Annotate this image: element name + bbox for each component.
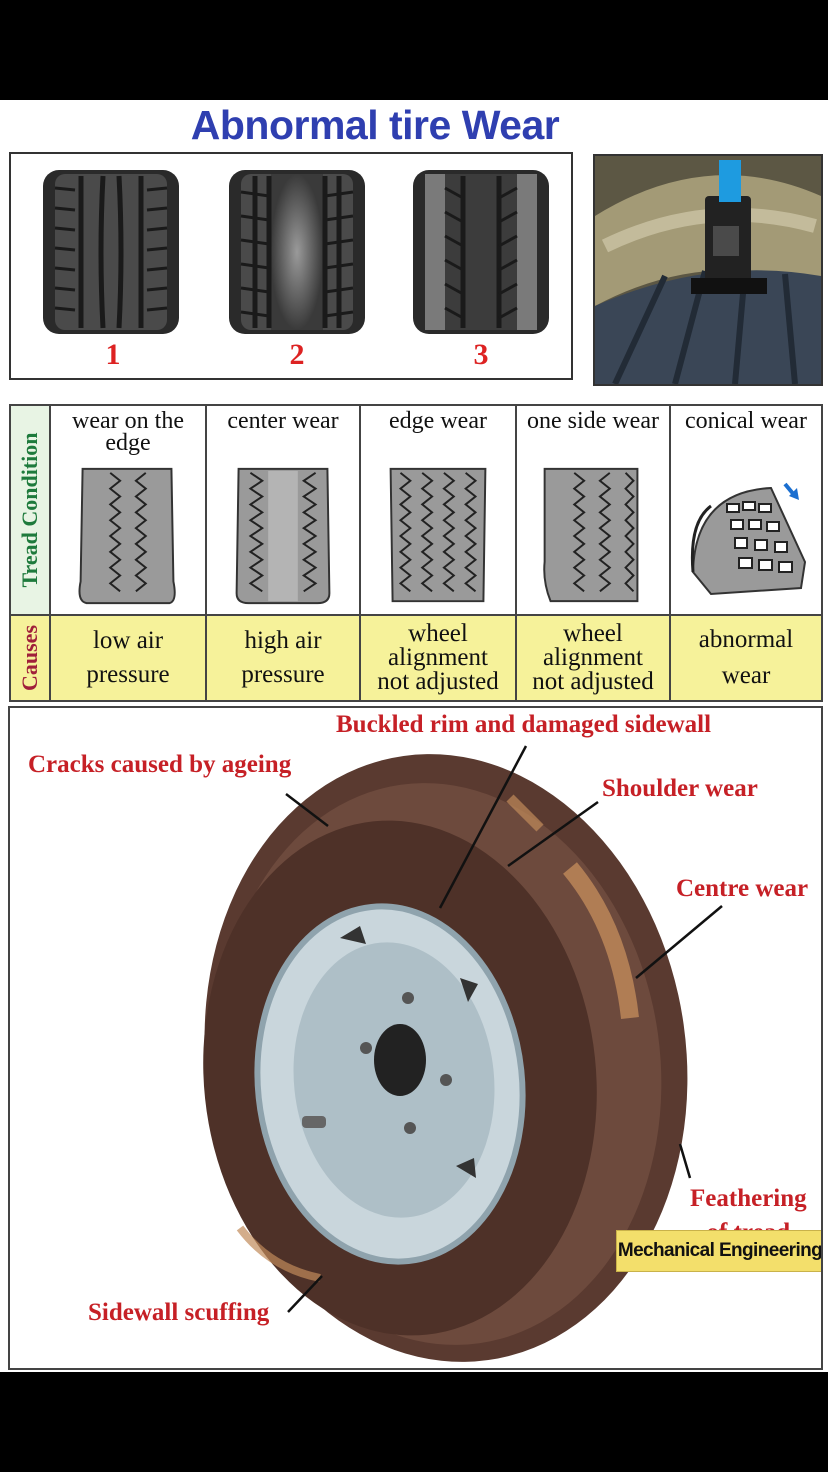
condition-title: one side wear — [527, 408, 659, 434]
callout-cracks-ageing: Cracks caused by ageing — [28, 751, 292, 778]
tread-illustration-edge-wear-alignment — [389, 467, 487, 603]
damaged-tire-diagram: Buckled rim and damaged sidewall Cracks … — [8, 706, 823, 1370]
tread-illustration-conical-wear — [690, 482, 807, 596]
tread-photo-2 — [229, 170, 365, 334]
callout-buckled-rim: Buckled rim and damaged sidewall — [336, 711, 712, 738]
tread-condition-label: Tread Condition — [11, 406, 51, 614]
tread-photo-1 — [43, 170, 179, 334]
tread-number-1: 1 — [105, 338, 121, 371]
callout-shoulder-wear: Shoulder wear — [602, 775, 758, 802]
tread-illustration-center-wear — [235, 467, 331, 605]
tread-depth-gauge-photo — [593, 154, 823, 386]
tread-photos-panel: 1 2 3 — [9, 152, 573, 380]
poster: Abnormal tire Wear — [0, 100, 828, 1372]
condition-title: wear on the edge — [72, 408, 184, 456]
tread-photo-3 — [413, 170, 549, 334]
callout-centre-wear: Centre wear — [676, 875, 809, 902]
tread-number-2: 2 — [289, 338, 305, 371]
causes-label: Causes — [11, 614, 51, 700]
damaged-tire-illustration — [203, 745, 723, 1362]
condition-title: conical wear — [685, 408, 807, 434]
condition-title: edge wear — [389, 408, 487, 434]
tread-illustration-one-side-wear — [543, 467, 639, 603]
callout-sidewall-scuffing: Sidewall scuffing — [88, 1299, 270, 1326]
tread-condition-table: Tread Condition Causes wear on the edge … — [9, 404, 823, 702]
condition-title: center wear — [227, 408, 339, 434]
tread-number-3: 3 — [473, 338, 489, 371]
page-title: Abnormal tire Wear — [190, 102, 560, 148]
watermark-label: Mechanical Engineering — [616, 1230, 821, 1272]
tread-illustration-edge-wear — [78, 467, 176, 605]
